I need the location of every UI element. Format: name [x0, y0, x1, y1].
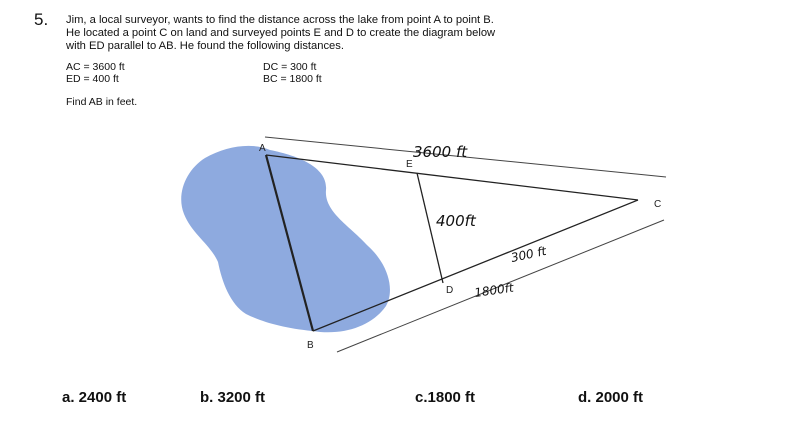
- question-number: 5.: [34, 10, 49, 29]
- question-text: Jim, a local surveyor, wants to find the…: [66, 14, 746, 53]
- choice-a[interactable]: a. 2400 ft: [62, 389, 127, 406]
- lake-shape: [181, 145, 390, 333]
- given-ed: ED = 400 ft: [66, 73, 119, 85]
- segment-bc: [312, 199, 639, 332]
- dimension-line-ac: [264, 136, 667, 178]
- question-text-line-3: with ED parallel to AB. He found the fol…: [66, 40, 344, 52]
- given-ac: AC = 3600 ft: [66, 61, 125, 73]
- handwritten-bc: 1800ft: [473, 280, 515, 300]
- question-text-line-2: He located a point C on land and surveye…: [66, 27, 496, 39]
- point-label-a: A: [259, 143, 266, 154]
- choice-b[interactable]: b. 3200 ft: [200, 389, 266, 406]
- given-bc: BC = 1800 ft: [263, 73, 322, 85]
- given-column-right: DC = 300 ft BC = 1800 ft: [263, 61, 322, 85]
- point-label-c: C: [654, 199, 661, 210]
- dimension-line-bc: [336, 219, 665, 353]
- choice-d[interactable]: d. 2000 ft: [578, 389, 644, 406]
- given-column-left: AC = 3600 ft ED = 400 ft: [66, 61, 125, 85]
- question-text-line-1: Jim, a local surveyor, wants to find the…: [66, 14, 494, 26]
- segment-ab: [264, 154, 315, 332]
- handwritten-ac: 3600 ft: [413, 143, 468, 161]
- segment-ac: [265, 154, 639, 201]
- point-label-e: E: [406, 159, 413, 170]
- handwritten-dc: 300 ft: [510, 244, 549, 265]
- point-label-b: B: [307, 340, 314, 351]
- given-dc: DC = 300 ft: [263, 61, 317, 73]
- segment-ed: [416, 172, 444, 284]
- handwritten-ed: 400ft: [436, 212, 477, 230]
- point-label-d: D: [446, 285, 453, 296]
- choice-c[interactable]: c.1800 ft: [415, 389, 476, 406]
- question-prompt: Find AB in feet.: [66, 96, 138, 108]
